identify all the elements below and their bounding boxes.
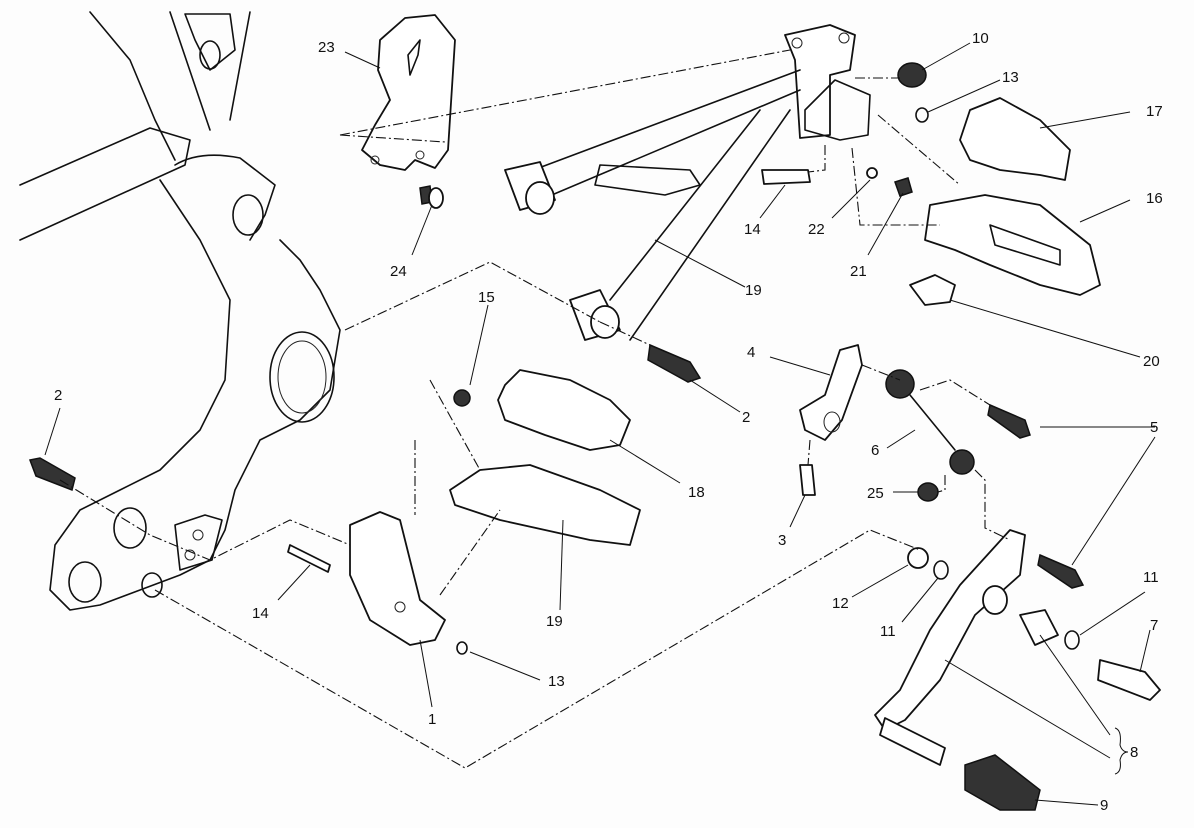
- pivot-bolt-7: [1097, 659, 1161, 701]
- callout-13-mid: 13: [548, 673, 565, 690]
- screw-5-bottom: [1037, 553, 1085, 589]
- rubber-9: [964, 754, 1041, 811]
- washer-11-right: [1064, 630, 1080, 650]
- clip-13-top: [915, 107, 929, 123]
- screw-24: [419, 185, 444, 209]
- callout-3: 3: [778, 532, 786, 549]
- rod-6: [885, 369, 975, 475]
- washer-11-left: [933, 560, 949, 580]
- nut-25: [917, 482, 939, 502]
- callout-4: 4: [747, 344, 755, 361]
- callout-labels: 23 24 10 13 17 16 14 22 21 19 20 15 2 18…: [54, 30, 1163, 814]
- callout-19: 19: [745, 282, 762, 299]
- callout-11-left: 11: [880, 623, 896, 640]
- spring-21: [894, 177, 913, 197]
- callout-9: 9: [1100, 797, 1108, 814]
- callout-15: 15: [478, 289, 495, 306]
- callout-14-top: 14: [744, 221, 761, 238]
- clip-13-mid: [456, 641, 468, 655]
- leader-lines: [44, 42, 1156, 806]
- callout-8: 8: [1130, 744, 1138, 761]
- callout-23: 23: [318, 39, 335, 56]
- callout-25: 25: [867, 485, 884, 502]
- plate-20: [909, 274, 956, 306]
- pin-14-top: [761, 169, 811, 185]
- rubber-pad-17-top: [959, 97, 1071, 181]
- callout-16: 16: [1146, 190, 1163, 207]
- callout-20: 20: [1143, 353, 1160, 370]
- callout-11-right: 11: [1143, 569, 1159, 586]
- callout-17-top: 17: [1146, 103, 1163, 120]
- footpeg-18: [449, 464, 641, 546]
- bracket-23: [361, 14, 456, 171]
- spring-15: [453, 389, 471, 407]
- callout-5-top: 5: [1150, 419, 1158, 436]
- callout-18: 19: [546, 613, 563, 630]
- callout-22: 22: [808, 221, 825, 238]
- callout-12: 12: [832, 595, 849, 612]
- assembly-lines: [59, 49, 1011, 769]
- callout-1: 1: [428, 711, 436, 728]
- frame: [19, 11, 341, 611]
- screw-2-mid: [647, 343, 702, 383]
- footpeg-16: [924, 194, 1101, 296]
- callout-24: 24: [390, 263, 407, 280]
- callout-17-mid: 18: [688, 484, 705, 501]
- gear-pedal-8: [874, 529, 1059, 766]
- callout-10: 10: [972, 30, 989, 47]
- callout-7: 7: [1150, 617, 1158, 634]
- rubber-10: [897, 62, 927, 88]
- callout-13-top: 13: [1002, 69, 1019, 86]
- screw-5-top: [987, 403, 1031, 439]
- callout-6: 6: [871, 442, 879, 459]
- callout-14-mid: 14: [252, 605, 269, 622]
- washer-12: [907, 547, 929, 569]
- lever-4: [799, 344, 863, 441]
- pin-14-mid: [287, 544, 331, 573]
- callout-21: 21: [850, 263, 867, 280]
- ball-22: [866, 167, 878, 179]
- rubber-pad-17-mid: [497, 369, 631, 451]
- pivot-1: [349, 511, 446, 646]
- callout-2-left: 2: [54, 387, 62, 404]
- screw-3: [799, 464, 816, 496]
- callout-2-mid: 2: [742, 409, 750, 426]
- bracket-19: [504, 24, 871, 341]
